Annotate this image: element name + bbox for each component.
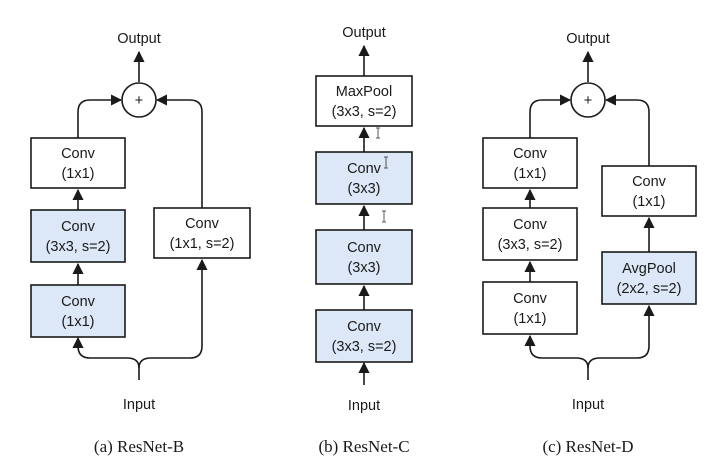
add-node: +: [121, 82, 157, 118]
add-circle: [570, 82, 606, 118]
node-box: [601, 251, 697, 305]
add-circle: [121, 82, 157, 118]
conv-box: Conv (3x3, s=2): [30, 209, 126, 263]
node-box: [30, 137, 126, 189]
node-label: Conv: [61, 219, 96, 235]
node-params: (1x1): [61, 314, 94, 330]
node-label: MaxPool: [336, 84, 392, 100]
node-box: [482, 281, 578, 335]
node-box: [153, 207, 251, 259]
add-symbol: +: [584, 93, 592, 109]
add-symbol: +: [135, 93, 143, 109]
panel-resnet-b: Conv (1x1) Conv (3x3, s=2) Conv (1x1) Co…: [30, 31, 251, 456]
node-label: Conv: [513, 291, 548, 307]
node-box: [482, 137, 578, 189]
node-params: (1x1): [513, 311, 546, 327]
output-label: Output: [342, 25, 386, 41]
edge-b-right-add: [155, 94, 203, 208]
node-params: (1x1, s=2): [170, 236, 235, 252]
conv-box: Conv (1x1): [30, 137, 126, 189]
node-label: Conv: [347, 319, 382, 335]
node-label: Conv: [347, 240, 382, 256]
node-params: (3x3, s=2): [46, 239, 111, 255]
node-params: (3x3): [347, 181, 380, 197]
text-cursor-icon: [376, 127, 380, 139]
input-label: Input: [572, 397, 604, 413]
node-params: (3x3, s=2): [498, 237, 563, 253]
node-params: (1x1): [632, 194, 665, 210]
node-params: (2x2, s=2): [617, 281, 682, 297]
avgpool-box: AvgPool (2x2, s=2): [601, 251, 697, 305]
conv-box: Conv (1x1): [30, 284, 126, 338]
text-cursor-icon: [382, 210, 386, 223]
add-node: +: [570, 82, 606, 118]
node-params: (3x3, s=2): [332, 339, 397, 355]
output-label: Output: [566, 31, 610, 47]
node-label: Conv: [513, 146, 548, 162]
node-label: Conv: [513, 217, 548, 233]
panel-caption: (a) ResNet-B: [94, 437, 184, 456]
node-box: [315, 151, 413, 205]
edge-input-split-d: [524, 334, 589, 380]
node-box: [482, 207, 578, 261]
node-box: [601, 165, 697, 217]
conv-box: Conv (1x1): [601, 165, 697, 217]
conv-box: Conv (1x1, s=2): [153, 207, 251, 259]
edge-d-left-add: [529, 94, 572, 138]
node-label: Conv: [185, 216, 220, 232]
node-label: Conv: [347, 161, 382, 177]
edge-input-split-b: [72, 336, 140, 380]
node-params: (1x1): [513, 166, 546, 182]
edge-input-split-d-right: [587, 304, 655, 369]
panel-resnet-c: Conv (3x3, s=2) Conv (3x3) Conv (3x3) Ma…: [315, 25, 413, 456]
node-box: [30, 209, 126, 263]
input-label: Input: [348, 398, 380, 414]
conv-box: Conv (3x3, s=2): [315, 309, 413, 363]
node-box: [315, 75, 413, 127]
panel-caption: (b) ResNet-C: [318, 437, 409, 456]
node-box: [30, 284, 126, 338]
panel-resnet-d: Conv (1x1) Conv (3x3, s=2) Conv (1x1) Av…: [482, 31, 697, 456]
output-label: Output: [117, 31, 161, 47]
node-label: Conv: [61, 294, 96, 310]
conv-box: Conv (3x3): [315, 229, 413, 285]
edge-input-split-b-right: [138, 258, 208, 369]
conv-box: Conv (1x1): [482, 281, 578, 335]
maxpool-box: MaxPool (3x3, s=2): [315, 75, 413, 127]
edge-b-left-add: [77, 94, 123, 138]
node-params: (3x3, s=2): [332, 104, 397, 120]
conv-box: Conv (3x3, s=2): [482, 207, 578, 261]
node-label: Conv: [61, 146, 96, 162]
node-params: (3x3): [347, 260, 380, 276]
edge-d-right-add: [604, 94, 650, 166]
text-cursor-icon: [384, 156, 388, 169]
node-label: AvgPool: [622, 261, 676, 277]
node-box: [315, 229, 413, 285]
input-label: Input: [123, 397, 155, 413]
panel-caption: (c) ResNet-D: [542, 437, 633, 456]
conv-box: Conv (3x3): [315, 151, 413, 205]
node-label: Conv: [632, 174, 667, 190]
node-box: [315, 309, 413, 363]
node-params: (1x1): [61, 166, 94, 182]
conv-box: Conv (1x1): [482, 137, 578, 189]
